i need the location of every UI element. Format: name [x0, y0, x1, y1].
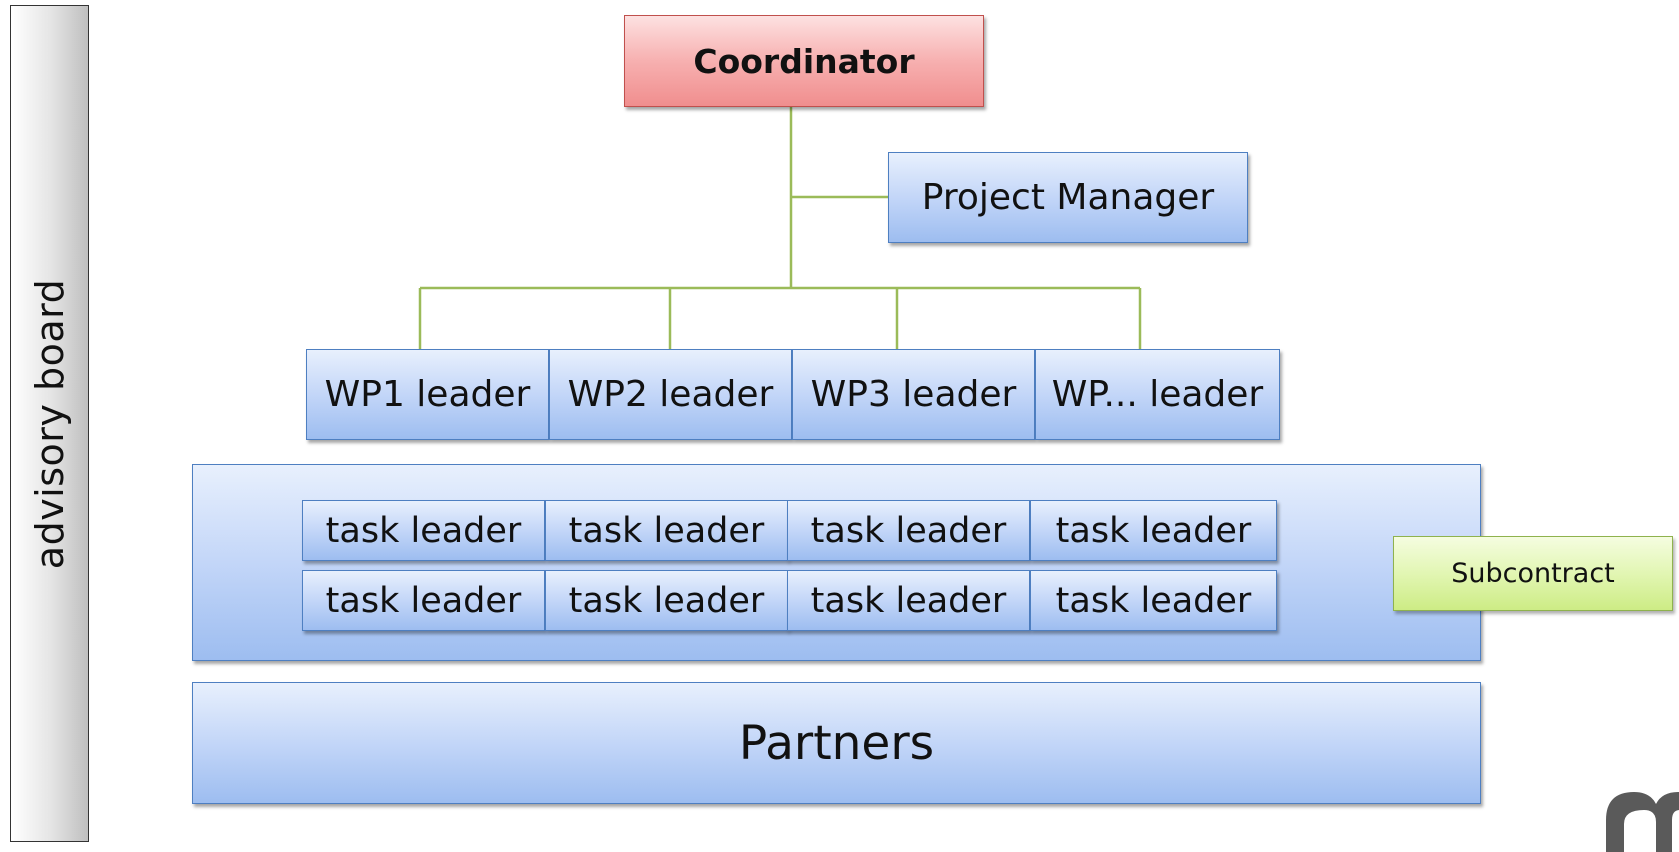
- task-leader-box: task leader: [302, 570, 545, 631]
- advisory-board-bar: advisory board: [10, 5, 89, 842]
- advisory-board-label: advisory board: [27, 278, 72, 569]
- task-leader-label: task leader: [325, 580, 522, 621]
- task-leader-box: task leader: [1030, 500, 1277, 561]
- wp-leader-box: WP... leader: [1035, 349, 1280, 440]
- task-leader-box: task leader: [302, 500, 545, 561]
- partners-label: Partners: [738, 715, 935, 771]
- project-manager-box: Project Manager: [888, 152, 1248, 243]
- wp-leader-box: WP2 leader: [549, 349, 792, 440]
- task-leader-label: task leader: [568, 580, 765, 621]
- project-manager-label: Project Manager: [921, 177, 1215, 218]
- task-leader-box: task leader: [545, 500, 788, 561]
- logo-mark-icon: [1606, 792, 1679, 852]
- wp-leader-label: WP... leader: [1051, 374, 1264, 415]
- wp-leader-label: WP3 leader: [810, 374, 1017, 415]
- task-leader-box: task leader: [1030, 570, 1277, 631]
- coordinator-box: Coordinator: [624, 15, 984, 107]
- task-leader-box: task leader: [787, 500, 1030, 561]
- wp-leader-box: WP1 leader: [306, 349, 549, 440]
- subcontract-box: Subcontract: [1393, 536, 1673, 611]
- partners-box: Partners: [192, 682, 1481, 804]
- task-leader-box: task leader: [787, 570, 1030, 631]
- task-leaders-panel: [192, 464, 1481, 661]
- task-leader-box: task leader: [545, 570, 788, 631]
- task-leader-label: task leader: [810, 580, 1007, 621]
- subcontract-label: Subcontract: [1451, 558, 1615, 589]
- task-leader-label: task leader: [325, 510, 522, 551]
- wp-leader-box: WP3 leader: [792, 349, 1035, 440]
- coordinator-label: Coordinator: [693, 41, 915, 81]
- task-leader-label: task leader: [568, 510, 765, 551]
- task-leader-label: task leader: [1055, 580, 1252, 621]
- wp-leader-label: WP1 leader: [324, 374, 531, 415]
- task-leader-label: task leader: [810, 510, 1007, 551]
- task-leader-label: task leader: [1055, 510, 1252, 551]
- wp-leader-label: WP2 leader: [567, 374, 774, 415]
